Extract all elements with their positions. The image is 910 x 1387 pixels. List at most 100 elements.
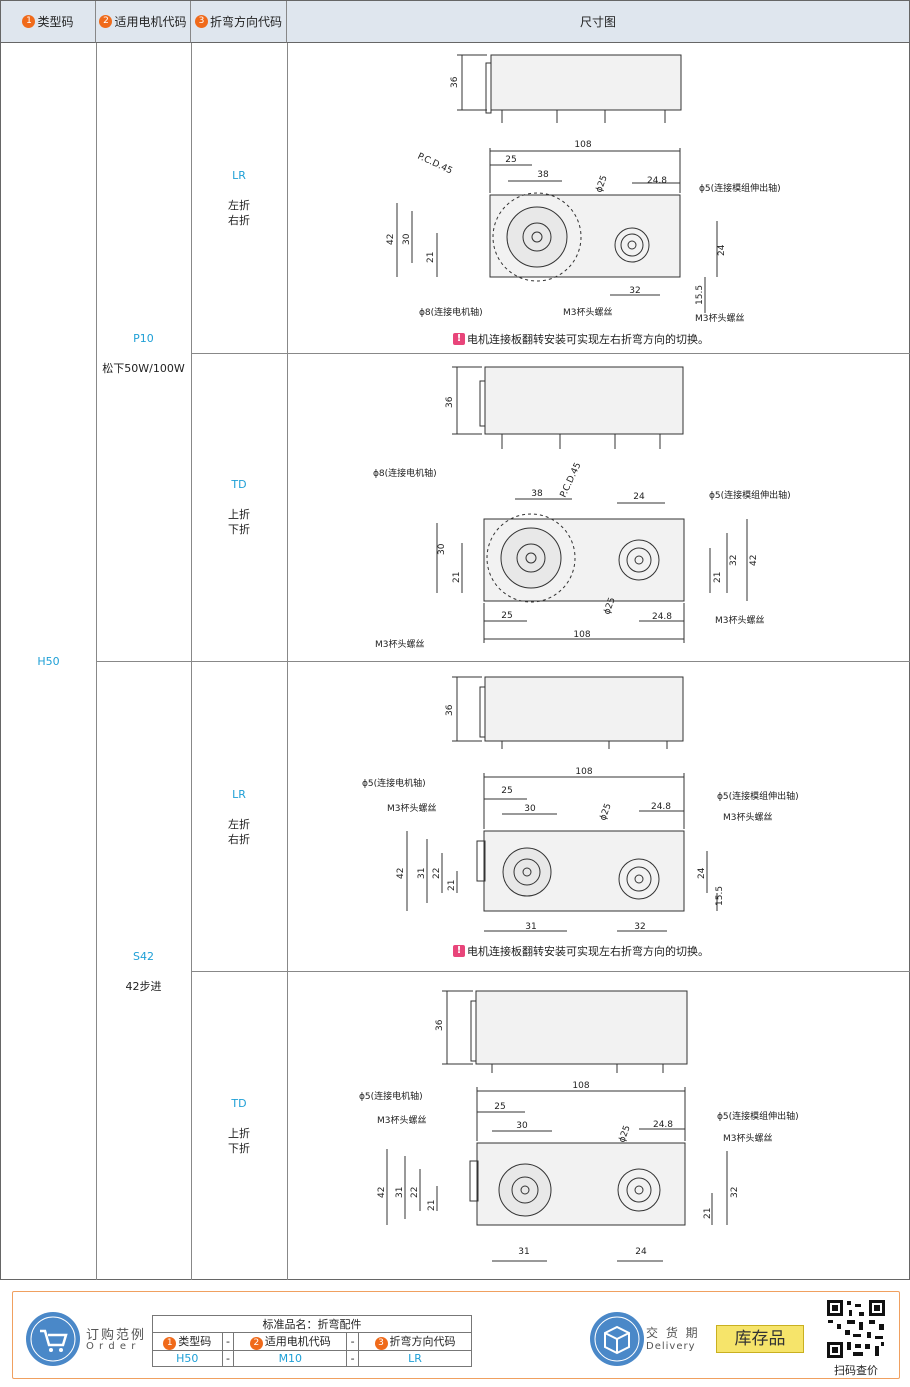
separator: -	[221, 1350, 235, 1367]
bend-name: 上折	[228, 1127, 250, 1140]
bend-code-td: TD	[231, 1097, 247, 1110]
bend-name: 上折	[228, 508, 250, 521]
dimension-label: 21	[426, 252, 436, 263]
dimension-label: 24.8	[651, 802, 671, 812]
number-badge: 3	[374, 1337, 388, 1350]
dimension-label: 25	[494, 1102, 505, 1112]
dimension-label: 24	[635, 1247, 647, 1257]
callout-label: M3杯头螺丝	[715, 614, 765, 626]
note-flip: !电机连接板翻转安装可实现左右折弯方向的切换。	[453, 331, 709, 347]
callout-label: M3杯头螺丝	[723, 1132, 773, 1144]
note-flip: !电机连接板翻转安装可实现左右折弯方向的切换。	[453, 943, 709, 959]
dimension-label: 42	[377, 1187, 387, 1198]
number-badge: 1	[22, 15, 36, 28]
bend-name: 左折	[228, 199, 250, 212]
number-badge: 2	[249, 1337, 263, 1350]
order-title: 订购范例	[86, 1328, 147, 1343]
motor-code-p10: P10	[133, 332, 154, 345]
bend-name: 右折	[228, 833, 250, 846]
stock-badge: 库存品	[716, 1325, 804, 1353]
number-badge: 2	[99, 15, 113, 28]
callout-label: ϕ5(连接模组伸出轴)	[709, 489, 791, 501]
dimension-label: 108	[575, 767, 592, 777]
order-subtitle: O r d e r	[86, 1341, 137, 1352]
callout-label: ϕ5(连接电机轴)	[359, 1090, 423, 1102]
dimension-label: 31	[395, 1187, 405, 1198]
dimension-label: 24	[717, 244, 727, 256]
dimension-label: 108	[574, 140, 591, 150]
bend-name: 右折	[228, 214, 250, 227]
header-dimension: 尺寸图	[287, 1, 909, 43]
callout-label: M3杯头螺丝	[377, 1114, 427, 1126]
drawing-p10-td: 36 38 24 108 25 24.8 30 21 42 32 21 ϕ25 …	[373, 366, 791, 650]
callout-label: M3杯头螺丝	[375, 638, 425, 650]
bend-code-lr: LR	[232, 788, 246, 801]
type-code-value: H50	[37, 655, 60, 668]
qr-code-icon[interactable]	[825, 1298, 887, 1360]
dimension-label: 108	[572, 1081, 589, 1091]
callout-label: ϕ8(连接电机轴)	[419, 306, 483, 318]
dimension-label: 108	[573, 630, 590, 640]
dimension-label: 24.8	[652, 612, 672, 622]
note-text: 电机连接板翻转安装可实现左右折弯方向的切换。	[467, 333, 709, 346]
delivery-title: 交 货 期	[646, 1326, 700, 1340]
dimension-label: 15.5	[695, 285, 705, 305]
dimension-label: 42	[386, 234, 396, 245]
dimension-label: 21	[713, 572, 723, 583]
std-name: 标准品名：折弯配件	[152, 1315, 472, 1333]
dimension-label: 21	[447, 880, 457, 891]
col-label: 适用电机代码	[264, 1335, 331, 1348]
dimension-label: 30	[402, 233, 412, 245]
callout-label: M3杯头螺丝	[695, 312, 745, 324]
value-bend: LR	[358, 1350, 472, 1367]
bend-name: 左折	[228, 818, 250, 831]
bend-name: 下折	[228, 523, 250, 536]
warning-icon: !	[453, 333, 465, 345]
dimension-label: 36	[445, 396, 455, 408]
dimension-label: 36	[445, 704, 455, 716]
col-label: 类型码	[178, 1335, 212, 1348]
number-badge: 3	[194, 15, 208, 28]
drawing-s42-lr: 36 108 25 30 24.8 42 31 22 21 24 15.5 31…	[362, 676, 799, 932]
separator: -	[346, 1332, 360, 1351]
order-footer	[12, 1291, 900, 1379]
motor-code-s42: S42	[133, 950, 154, 963]
delivery-subtitle: Delivery	[646, 1341, 696, 1352]
separator: -	[346, 1350, 360, 1367]
drawing-s42-td: 36 108 25 30 24.8 42 31 22 21 32 21 31 2…	[359, 990, 799, 1262]
callout-label: M3杯头螺丝	[563, 306, 613, 318]
bend-code-td: TD	[231, 478, 247, 491]
dimension-label: P.C.D.45	[416, 152, 454, 177]
dimension-label: 31	[518, 1247, 529, 1257]
dimension-label: 30	[524, 804, 536, 814]
header-label: 尺寸图	[579, 15, 616, 29]
dimension-label: ϕ25	[617, 1124, 632, 1144]
dimension-label: 42	[749, 555, 759, 566]
callout-label: M3杯头螺丝	[387, 802, 437, 814]
dimension-label: ϕ25	[594, 174, 609, 194]
separator: -	[221, 1332, 235, 1351]
cart-icon	[26, 1312, 80, 1366]
dimension-label: P.C.D.45	[559, 461, 584, 499]
number-badge: 1	[163, 1337, 177, 1350]
dimension-label: 31	[525, 922, 536, 932]
divider	[191, 353, 910, 354]
callout-label: ϕ8(连接电机轴)	[373, 467, 437, 479]
warning-icon: !	[453, 945, 465, 957]
header-label: 折弯方向代码	[209, 15, 282, 29]
note-text: 电机连接板翻转安装可实现左右折弯方向的切换。	[467, 945, 709, 958]
dimension-label: 21	[703, 1208, 713, 1219]
dimension-label: 25	[505, 155, 516, 165]
header-label: 适用电机代码	[114, 15, 187, 29]
dimension-label: 24.8	[653, 1120, 673, 1130]
motor-name-s42: 42步进	[125, 980, 162, 993]
dimension-label: 30	[516, 1121, 528, 1131]
bend-code-lr: LR	[232, 169, 246, 182]
dimension-label: 22	[410, 1187, 420, 1198]
